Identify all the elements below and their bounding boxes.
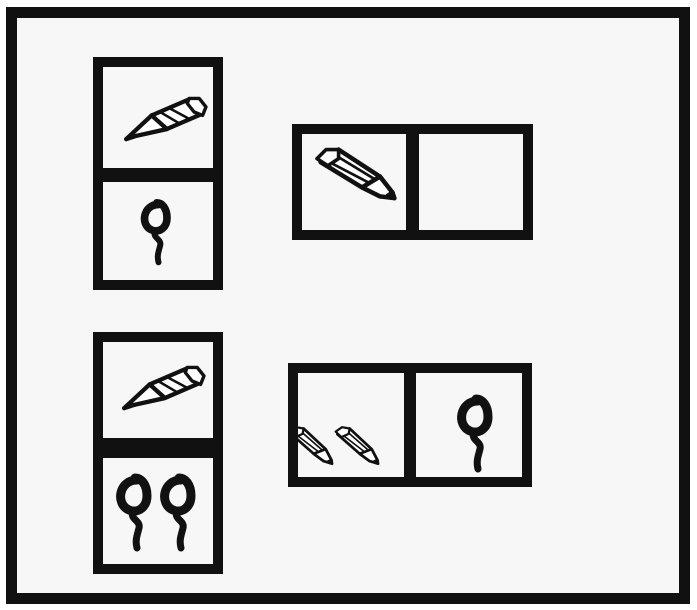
divider (103, 168, 213, 182)
pencil-icon (298, 373, 404, 477)
panel-top-left (93, 57, 223, 290)
panel-bottom-right-left-cell (298, 373, 404, 477)
divider (406, 134, 419, 230)
pencil-icon (103, 342, 213, 438)
panel-top-right-left-cell (302, 134, 406, 230)
panel-top-left-top-cell (103, 67, 213, 168)
panel-bottom-left (93, 332, 223, 574)
panel-bottom-left-bottom-cell (103, 458, 213, 564)
worm-icon (103, 458, 213, 564)
divider (103, 438, 213, 458)
panel-bottom-right-right-cell (416, 373, 522, 477)
worm-icon (416, 373, 522, 477)
worm-icon (103, 182, 213, 280)
panel-top-right-right-cell (419, 134, 523, 230)
divider (404, 373, 416, 477)
panel-top-right (292, 124, 533, 240)
panel-bottom-right (288, 363, 532, 487)
pencil-icon (302, 134, 406, 230)
panel-bottom-left-top-cell (103, 342, 213, 438)
pencil-icon (103, 67, 213, 168)
panel-top-left-bottom-cell (103, 182, 213, 280)
